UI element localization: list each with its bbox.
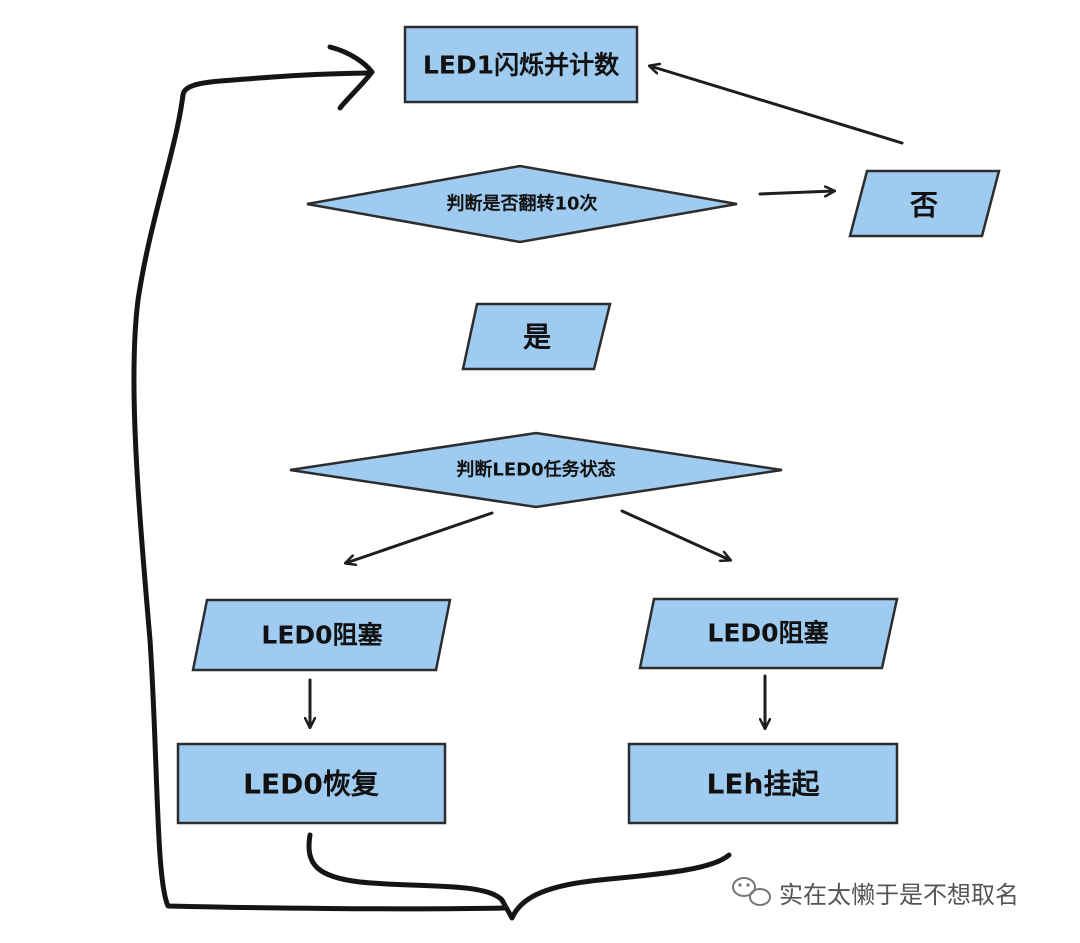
watermark-text: 实在太懒于是不想取名: [779, 881, 1019, 909]
watermark: 实在太懒于是不想取名: [732, 877, 1019, 909]
arrow-state-to-right: [620, 509, 730, 560]
connectors: [131, 44, 904, 921]
loop-back-line: [131, 70, 508, 912]
node-led0-blocked-right-label: LED0阻塞: [707, 619, 828, 648]
node-blink-count[interactable]: LED1闪烁并计数: [403, 25, 639, 104]
node-yes-label: 是: [523, 321, 551, 354]
node-no-label: 否: [910, 189, 938, 222]
arrow-no-to-blink: [650, 66, 904, 145]
arrow-check-to-no: [758, 191, 834, 194]
node-check-task-state[interactable]: 判断LED0任务状态: [289, 431, 783, 509]
node-led0-resume-label: LED0恢复: [243, 768, 379, 801]
node-check-toggle-label: 判断是否翻转10次: [446, 193, 597, 215]
node-led0-suspend-label: LEh挂起: [707, 768, 821, 801]
node-no[interactable]: 否: [848, 169, 1001, 238]
node-led0-blocked-right[interactable]: LED0阻塞: [638, 597, 899, 670]
node-led0-blocked-left[interactable]: LED0阻塞: [191, 598, 452, 672]
node-led0-resume[interactable]: LED0恢复: [176, 742, 447, 825]
wechat-icon: [732, 877, 771, 906]
node-led0-suspend[interactable]: LEh挂起: [627, 742, 899, 825]
merge-brace: [306, 832, 732, 921]
node-led0-blocked-left-label: LED0阻塞: [261, 621, 382, 650]
loop-back-arrowhead: [327, 44, 375, 111]
arrow-state-to-left: [346, 511, 494, 563]
node-check-task-state-label: 判断LED0任务状态: [456, 459, 615, 481]
node-yes[interactable]: 是: [461, 302, 612, 371]
node-check-toggle[interactable]: 判断是否翻转10次: [306, 164, 738, 244]
node-blink-count-label: LED1闪烁并计数: [423, 51, 620, 80]
